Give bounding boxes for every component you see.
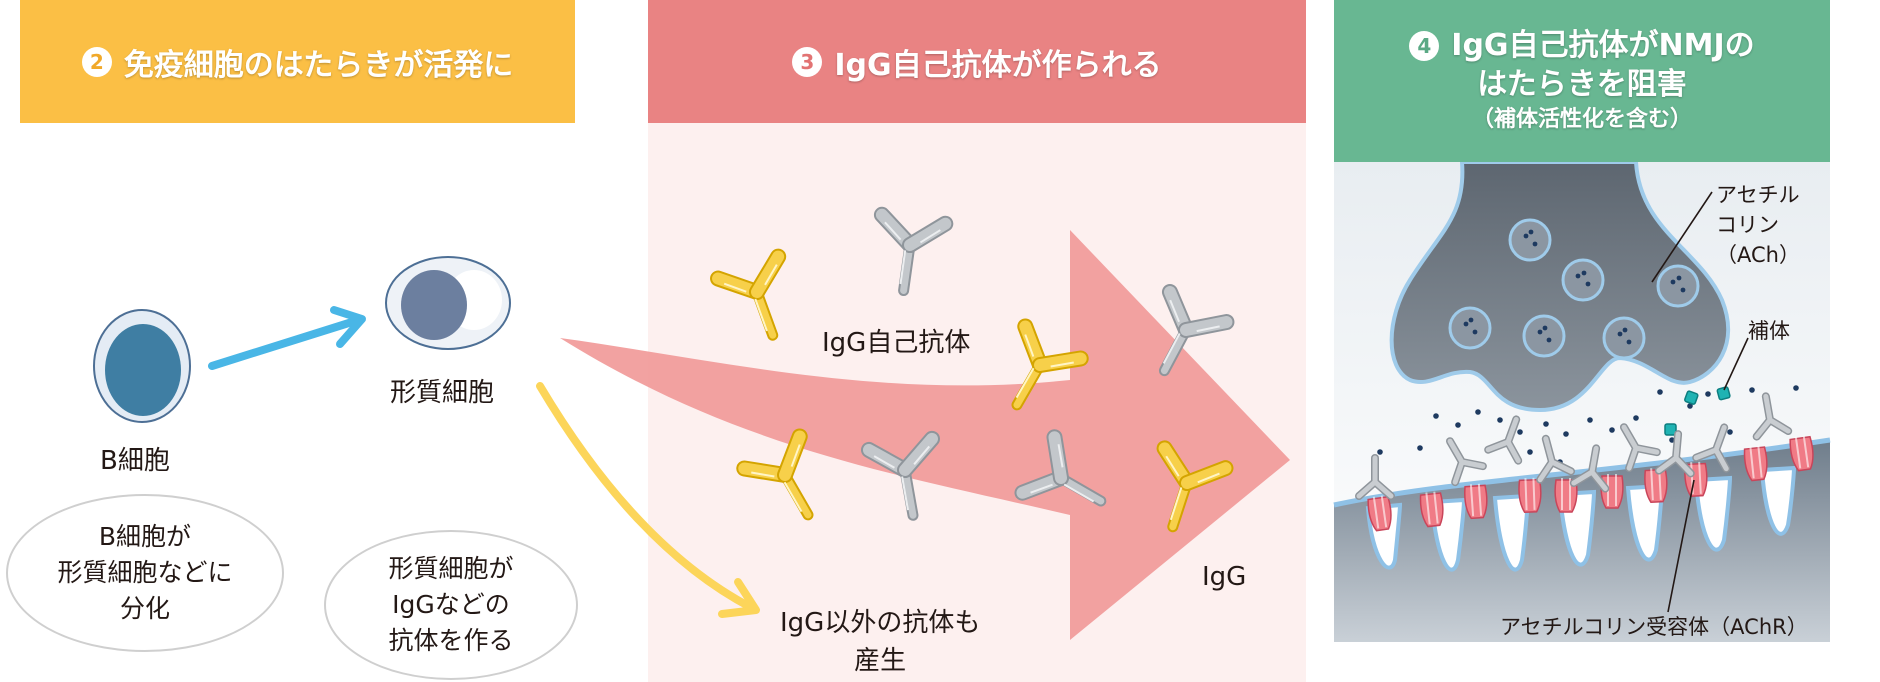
complement-label: 補体 — [1748, 319, 1790, 343]
junctional-folds — [1365, 465, 1797, 572]
differentiation-bubble: B細胞が 形質細胞などに 分化 — [6, 494, 284, 652]
achr-label: アセチルコリン受容体（AChR） — [1500, 615, 1808, 639]
step3-title: IgG自己抗体が作られる — [834, 47, 1162, 83]
synaptic-vesicles — [1448, 218, 1700, 360]
bubble-line: 分化 — [119, 594, 170, 623]
b-cell-nucleus — [105, 324, 181, 416]
step2-number: 2 — [81, 46, 112, 77]
bubble-line: 形質細胞が — [388, 554, 514, 583]
complement-molecules — [1664, 386, 1731, 436]
step2-title: 免疫細胞のはたらきが活発に — [123, 47, 514, 83]
ach-label-line: コリン — [1716, 213, 1779, 237]
differentiation-arrow — [208, 318, 356, 370]
production-bubble: 形質細胞が IgGなどの 抗体を作る — [324, 530, 578, 680]
bubble-line: 形質細胞などに — [57, 558, 233, 587]
other-antibody-line: IgG以外の抗体も — [780, 608, 981, 638]
step4-title-line2: はたらきを阻害 — [1477, 67, 1687, 102]
bubble-line: 抗体を作る — [388, 626, 514, 655]
other-antibody-line: 産生 — [854, 646, 907, 676]
step2-header: 2 免疫細胞のはたらきが活発に — [20, 0, 575, 123]
igg-label: IgG — [1202, 562, 1247, 592]
ach-label: アセチル コリン （ACh） — [1716, 180, 1800, 270]
step4-title-line3: （補体活性化を含む） — [1471, 107, 1692, 132]
step3-number: 3 — [792, 46, 823, 77]
step3-header: 3 IgG自己抗体が作られる — [648, 0, 1306, 123]
other-antibody-label: IgG以外の抗体も 産生 — [780, 604, 980, 680]
plasma-cell-label: 形質細胞 — [390, 378, 495, 408]
b-cell-label: B細胞 — [100, 446, 170, 476]
step4-number: 4 — [1409, 31, 1440, 61]
ach-label-line: アセチル — [1716, 183, 1800, 207]
plasma-cell-nucleus — [401, 270, 467, 340]
step4-header: 4 IgG自己抗体がNMJの はたらきを阻害 （補体活性化を含む） — [1334, 0, 1830, 162]
ach-label-line: （ACh） — [1716, 243, 1800, 267]
step4-title-line1: IgG自己抗体がNMJの — [1451, 28, 1755, 63]
other-antibody-arrow — [536, 382, 756, 612]
bubble-line: B細胞が — [98, 522, 192, 551]
bubble-line: IgGなどの — [392, 590, 510, 619]
autoantibody-label: IgG自己抗体 — [822, 328, 971, 358]
